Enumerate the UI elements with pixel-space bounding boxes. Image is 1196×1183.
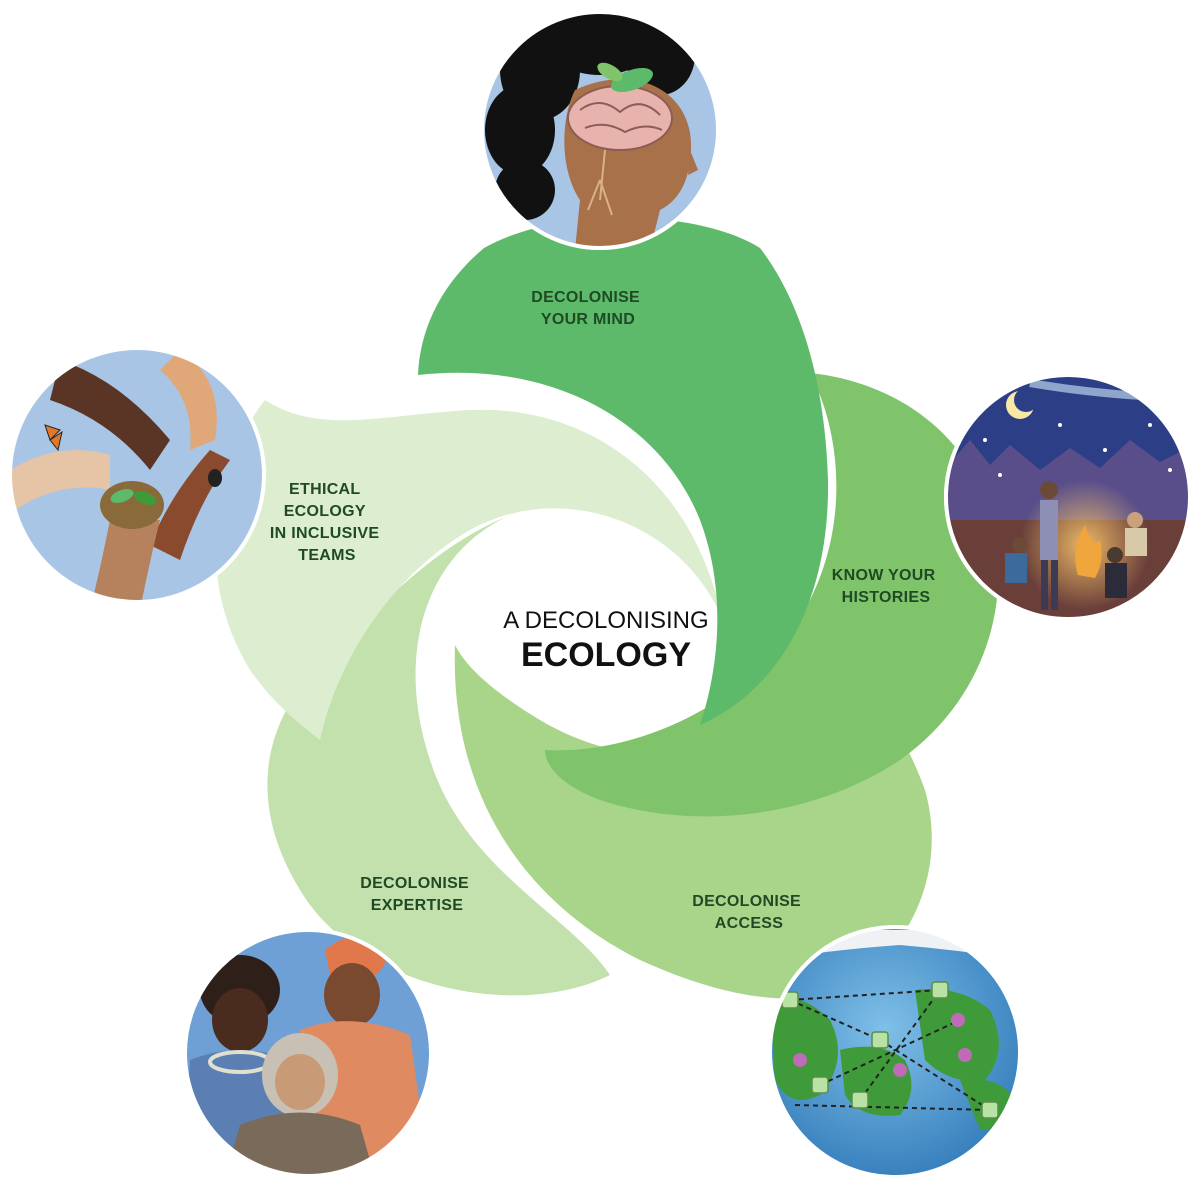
petal-expertise: DECOLONISE EXPERTISE	[267, 505, 610, 996]
petal-label-expertise: DECOLONISE EXPERTISE	[360, 875, 474, 914]
petal-teams: ETHICAL ECOLOGY IN INCLUSIVE TEAMS	[215, 400, 723, 740]
petal-mind-shape	[418, 217, 829, 725]
center-title: A DECOLONISING ECOLOGY	[503, 607, 708, 674]
petal-label-histories: KNOW YOUR HISTORIES	[832, 567, 941, 606]
petal-histories: KNOW YOUR HISTORIES	[545, 373, 999, 817]
petal-label-access: DECOLONISE ACCESS	[692, 893, 806, 932]
illustration-teams	[8, 346, 266, 604]
petal-mind: DECOLONISE YOUR MIND	[418, 217, 829, 725]
petal-teams-shape	[215, 400, 723, 740]
illustration-mind	[480, 10, 720, 250]
center-title-line2: ECOLOGY	[521, 636, 691, 674]
petal-expertise-shape	[267, 505, 610, 996]
center-title-line1: A DECOLONISING	[503, 607, 708, 634]
illustration-access	[768, 925, 1022, 1179]
petal-label-teams: ETHICAL ECOLOGY IN INCLUSIVE TEAMS	[270, 481, 384, 564]
petal-label-mind: DECOLONISE YOUR MIND	[531, 289, 645, 328]
petal-histories-shape	[545, 373, 999, 817]
illustration-expertise	[183, 928, 433, 1178]
